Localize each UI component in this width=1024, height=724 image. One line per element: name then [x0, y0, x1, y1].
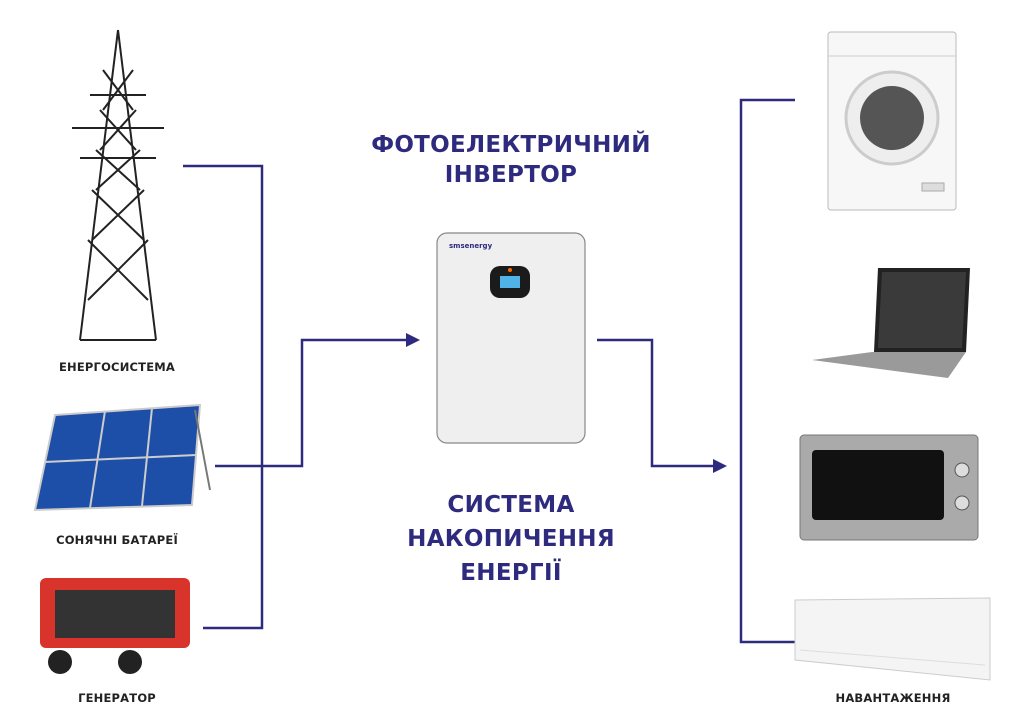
storage-title: СИСТЕМА НАКОПИЧЕННЯ ЕНЕРГІЇ	[311, 488, 711, 590]
source-label-grid: ЕНЕРГОСИСТЕМА	[58, 360, 176, 374]
air-conditioner-icon	[794, 597, 991, 681]
laptop-icon	[812, 268, 970, 378]
loads-label: НАВАНТАЖЕННЯ	[835, 691, 951, 705]
connector-lines	[183, 98, 795, 644]
generator-icon	[40, 578, 190, 674]
inverter-title-line2: ІНВЕРТОР	[444, 162, 578, 188]
storage-title-line1: СИСТЕМА	[447, 492, 575, 518]
source-label-generator: ГЕНЕРАТОР	[78, 691, 156, 705]
inverter-title: ФОТОЕЛЕКТРИЧНИЙ ІНВЕРТОР	[311, 130, 711, 190]
arrow-to-loads	[713, 459, 727, 473]
inverter-brand: smsenergy	[449, 242, 493, 250]
storage-title-line3: ЕНЕРГІЇ	[460, 560, 562, 586]
inverter-device	[436, 232, 586, 444]
solar-panel-icon	[33, 403, 211, 512]
microwave-icon	[799, 434, 979, 541]
source-label-solar: СОНЯЧНІ БАТАРЕЇ	[56, 533, 178, 547]
arrow-to-inverter	[406, 333, 420, 347]
power-tower-icon	[72, 29, 164, 341]
storage-title-line2: НАКОПИЧЕННЯ	[407, 526, 615, 552]
inverter-title-line1: ФОТОЕЛЕКТРИЧНИЙ	[371, 132, 651, 158]
washing-machine-icon	[827, 31, 957, 211]
